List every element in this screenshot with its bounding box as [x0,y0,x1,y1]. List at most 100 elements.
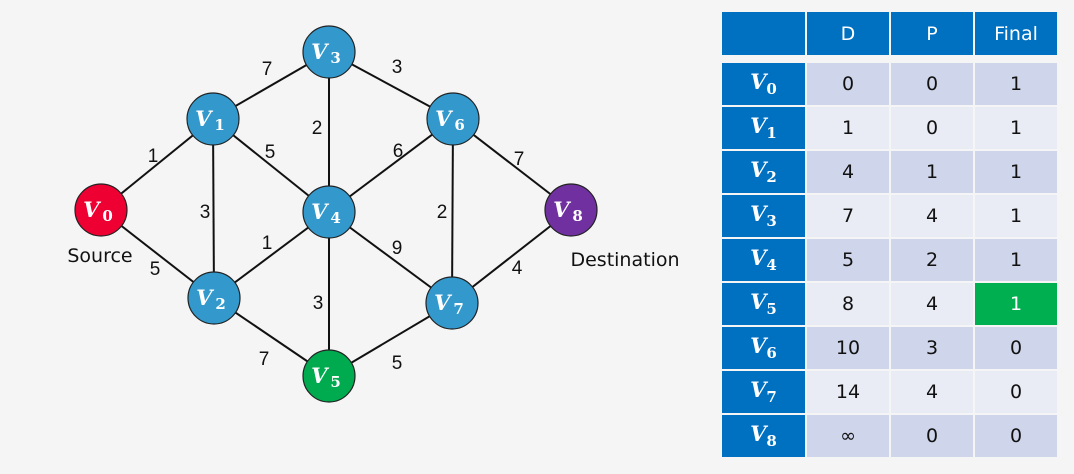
node-label-subscript: 6 [454,116,464,134]
row-header-vertex: V2 [722,151,805,193]
cell-final: 1 [975,151,1057,193]
cell-final: 1 [975,195,1057,237]
edge-weight-label: 3 [392,57,403,78]
cell-d: 7 [807,195,889,237]
row-header-vertex: V7 [722,371,805,413]
cell-d: 10 [807,327,889,369]
edge-v6-v7 [451,118,454,304]
vertex-subscript: 7 [766,388,777,407]
node-label-subscript: 4 [330,209,340,227]
cell-p: 4 [891,371,973,413]
vertex-letter: V [750,421,767,447]
node-circle [187,271,241,325]
edge-weight-label: 7 [262,59,273,80]
edge-weight-label: 5 [265,142,276,163]
header-final: Final [975,12,1057,55]
cell-d: ∞ [807,415,889,457]
destination-caption: Destination [570,249,679,271]
vertex-subscript: 8 [766,432,777,451]
vertex-subscript: 6 [766,344,777,363]
node-circle [74,183,128,237]
edge-weight-label: 1 [148,146,159,167]
vertex-letter: V [750,289,767,315]
vertex-letter: V [750,69,767,95]
edge-weight-label: 1 [262,233,273,254]
vertex-subscript: 3 [766,212,777,231]
row-header-vertex: V1 [722,107,805,149]
vertex-letter: V [750,157,767,183]
cell-d: 1 [807,107,889,149]
cell-final: 1 [975,239,1057,281]
cell-d: 8 [807,283,889,325]
vertex-subscript: 1 [766,124,777,143]
node-label-letter: V [83,197,102,222]
node-label-letter: V [311,39,330,64]
edge-v1-v2 [212,118,215,299]
vertex-subscript: 4 [766,256,777,275]
node-label-letter: V [434,290,453,315]
edge-weight-label: 4 [512,258,523,279]
cell-p: 4 [891,195,973,237]
node-label-letter: V [553,197,572,222]
cell-p: 4 [891,283,973,325]
cell-final: 0 [975,371,1057,413]
edge-weight-label: 3 [200,202,211,223]
node-label-letter: V [195,106,214,131]
cell-p: 0 [891,415,973,457]
vertex-letter: V [750,113,767,139]
vertex-letter: V [750,245,767,271]
vertex-letter: V [750,201,767,227]
cell-p: 2 [891,239,973,281]
vertex-subscript: 5 [766,300,777,319]
node-label-subscript: 5 [330,373,340,391]
vertex-subscript: 0 [766,80,777,99]
row-header-vertex: V3 [722,195,805,237]
cell-final: 0 [975,327,1057,369]
node-label-letter: V [311,363,330,388]
row-header-vertex: V6 [722,327,805,369]
vertex-letter: V [750,377,767,403]
cell-d: 14 [807,371,889,413]
header-p: P [891,12,973,55]
header-corner [722,12,805,55]
edge-weight-label: 3 [313,293,324,314]
node-circle [186,92,240,146]
vertex-subscript: 2 [766,168,777,187]
source-caption: Source [67,245,132,267]
node-label-subscript: 2 [215,295,225,313]
header-d: D [807,12,889,55]
cell-final: 1 [975,283,1057,325]
cell-d: 0 [807,57,889,105]
node-label-subscript: 7 [453,300,463,318]
node-label-letter: V [311,199,330,224]
node-label-subscript: 1 [214,116,224,134]
row-header-vertex: V0 [722,57,805,105]
cell-p: 3 [891,327,973,369]
